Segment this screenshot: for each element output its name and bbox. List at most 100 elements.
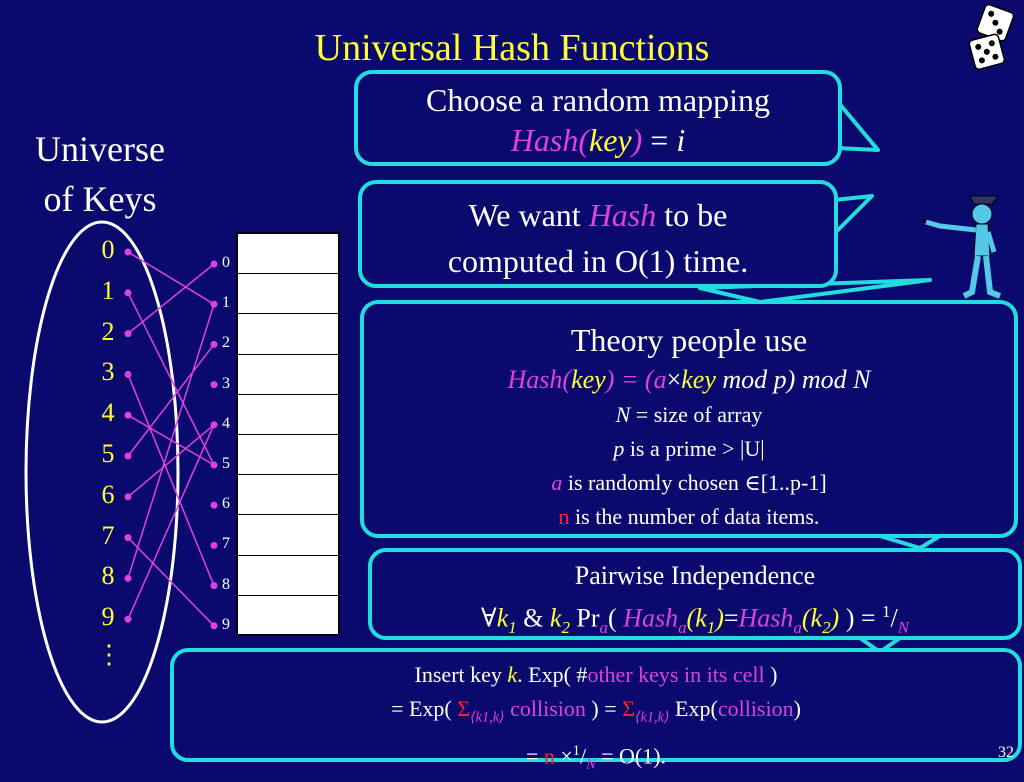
b4-hsub2: a xyxy=(793,617,802,637)
b5-l2coll: collision xyxy=(504,696,586,721)
slot-dot xyxy=(210,501,218,509)
table-cell xyxy=(238,355,338,395)
key-text: key xyxy=(589,122,632,158)
bubble-random-mapping: Choose a random mapping Hash(key) = i xyxy=(354,70,842,166)
b5-l3pre: = xyxy=(525,743,544,769)
b5-l3end: = O(1). xyxy=(595,743,667,769)
b4-k2: k xyxy=(549,603,562,633)
key-label: 9 xyxy=(101,602,115,632)
table-cell xyxy=(238,395,338,435)
hash-table xyxy=(236,232,340,636)
b3-nnvar: n xyxy=(558,504,570,529)
b5-l3n: n xyxy=(543,743,555,769)
universe-label: Universe of Keys xyxy=(20,124,180,224)
eq-text: = xyxy=(642,122,677,158)
b3-ptext: is a prime > |U| xyxy=(624,436,765,461)
b4-k1: k xyxy=(496,603,509,633)
page-number: 32 xyxy=(998,744,1014,761)
slot-number: 7 xyxy=(222,535,230,553)
b3-atext: is randomly chosen ∈[1..p-1] xyxy=(562,470,827,495)
b4-prsub: a xyxy=(599,617,608,637)
slot-number: 9 xyxy=(222,615,230,633)
b5-l1end: ) xyxy=(764,662,778,687)
b5-l2end: ) xyxy=(793,696,801,721)
dice-icon xyxy=(968,4,1015,70)
b5-l3one: 1 xyxy=(572,743,580,760)
b3-nvar: N xyxy=(615,402,631,427)
key-label: 4 xyxy=(101,398,115,428)
b4-k1bsub: 1 xyxy=(706,617,716,637)
theory-nn-line: n is the number of data items. xyxy=(364,500,1014,534)
key-label: 1 xyxy=(101,275,115,305)
b4-eqsign: = xyxy=(723,603,739,633)
b4-close: ) = xyxy=(839,603,883,633)
mapping-lines xyxy=(124,248,218,630)
key-label: 6 xyxy=(101,479,115,509)
mapping-line xyxy=(127,343,215,457)
b5-l3times: × xyxy=(554,743,573,769)
b4-hash2: Hash xyxy=(738,603,794,633)
bubble1-formula: Hash(key) = i xyxy=(358,120,838,160)
b3-hash: Hash( xyxy=(507,365,572,394)
slide-title: Universal Hash Functions xyxy=(314,27,710,69)
b3-key: key xyxy=(571,365,606,394)
exp-line3: = n ×1/N = O(1). xyxy=(174,734,1018,782)
universe-line2: of Keys xyxy=(43,179,157,219)
b3-times: × xyxy=(666,365,682,394)
b5-l2coll2: collision xyxy=(717,696,794,721)
slot-dot xyxy=(210,541,218,549)
b5-l2exp: Exp( xyxy=(669,696,718,721)
b5-l1pre: Insert key xyxy=(414,662,508,687)
b5-l1mid: . Exp( # xyxy=(517,662,588,687)
slot-number: 6 xyxy=(222,495,230,513)
b4-k2bclose: ) xyxy=(830,603,840,633)
theory-p-line: p is a prime > |U| xyxy=(364,432,1014,466)
slot-number: 4 xyxy=(222,414,230,432)
b2-post: to be xyxy=(656,197,728,233)
pointing-figure-icon xyxy=(921,195,1002,299)
i-text: i xyxy=(676,122,686,158)
key-label: 0 xyxy=(101,235,115,264)
table-cell xyxy=(238,435,338,476)
b3-avar: a xyxy=(551,470,563,495)
bubble2-line1: We want Hash to be xyxy=(362,192,834,238)
mapping-line xyxy=(127,251,215,305)
sigma-icon: Σ xyxy=(622,696,635,721)
b4-N: N xyxy=(897,617,910,637)
key-label: 5 xyxy=(101,439,115,468)
b4-k1sub: 1 xyxy=(508,617,517,637)
exp-line1: Insert key k. Exp( #other keys in its ce… xyxy=(174,658,1018,692)
mapping-line xyxy=(127,263,215,335)
b4-slash: / xyxy=(890,603,898,633)
b5-l3N: N xyxy=(586,757,596,774)
b3-eq: = ( xyxy=(614,365,654,394)
table-cell xyxy=(238,234,338,275)
b4-hash1: Hash xyxy=(623,603,679,633)
mapping-line xyxy=(127,537,215,627)
b5-l1k: k xyxy=(507,662,518,687)
key-label: 2 xyxy=(101,316,115,346)
b5-l2sub2: ⟨k1,k⟩ xyxy=(634,709,670,726)
b3-pvar: p xyxy=(613,436,625,461)
key-label: 7 xyxy=(101,520,115,550)
paren-text: ) xyxy=(631,122,643,158)
b5-l3slash: / xyxy=(579,743,587,769)
b4-k2b: (k xyxy=(801,603,823,633)
exp-line2: = Exp( Σ⟨k1,k⟩ collision ) = Σ⟨k1,k⟩ Exp… xyxy=(174,692,1018,734)
b3-key2: key xyxy=(681,365,716,394)
theory-formula: Hash(key) = (a×key mod p) mod N xyxy=(364,362,1014,398)
b4-pr: Pr xyxy=(569,603,600,633)
key-label: 3 xyxy=(101,357,115,387)
b5-l2mid: ) = xyxy=(585,696,623,721)
mapping-line xyxy=(127,424,215,620)
theory-a-line: a is randomly chosen ∈[1..p-1] xyxy=(364,466,1014,500)
bubble-o1-time: We want Hash to be computed in O(1) time… xyxy=(358,180,838,288)
slot-dot xyxy=(210,381,218,389)
slot-number: 3 xyxy=(222,374,230,392)
b5-l2sub: ⟨k1,k⟩ xyxy=(470,709,505,726)
slot-number: 2 xyxy=(222,334,230,352)
b4-hsub1: a xyxy=(678,617,687,637)
slot-number: 8 xyxy=(222,575,230,593)
